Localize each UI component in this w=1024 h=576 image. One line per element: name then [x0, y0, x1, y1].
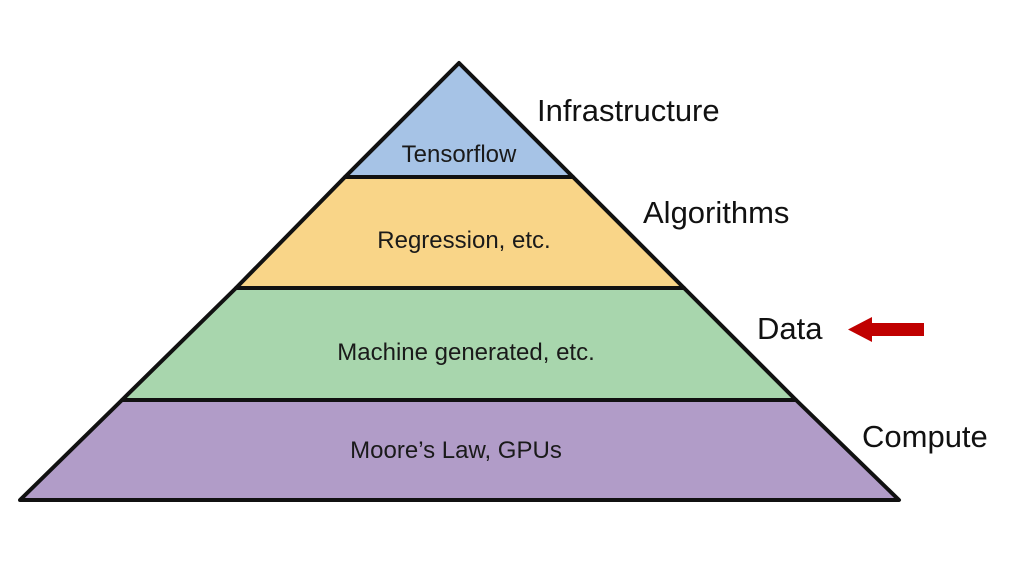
- tier-compute-text: Moore’s Law, GPUs: [350, 437, 562, 464]
- label-infrastructure: Infrastructure: [537, 93, 720, 128]
- arrow-shaft: [868, 323, 924, 336]
- label-data: Data: [757, 311, 823, 346]
- tier-data-text: Machine generated, etc.: [337, 339, 595, 366]
- tier-compute-shape: [18, 398, 901, 502]
- left-arrow-icon: [848, 317, 924, 342]
- arrow-head: [848, 317, 872, 342]
- label-algorithms: Algorithms: [643, 195, 789, 230]
- label-compute: Compute: [862, 419, 988, 454]
- tier-algorithms-text: Regression, etc.: [377, 227, 550, 254]
- tier-infrastructure-text: Tensorflow: [402, 141, 517, 168]
